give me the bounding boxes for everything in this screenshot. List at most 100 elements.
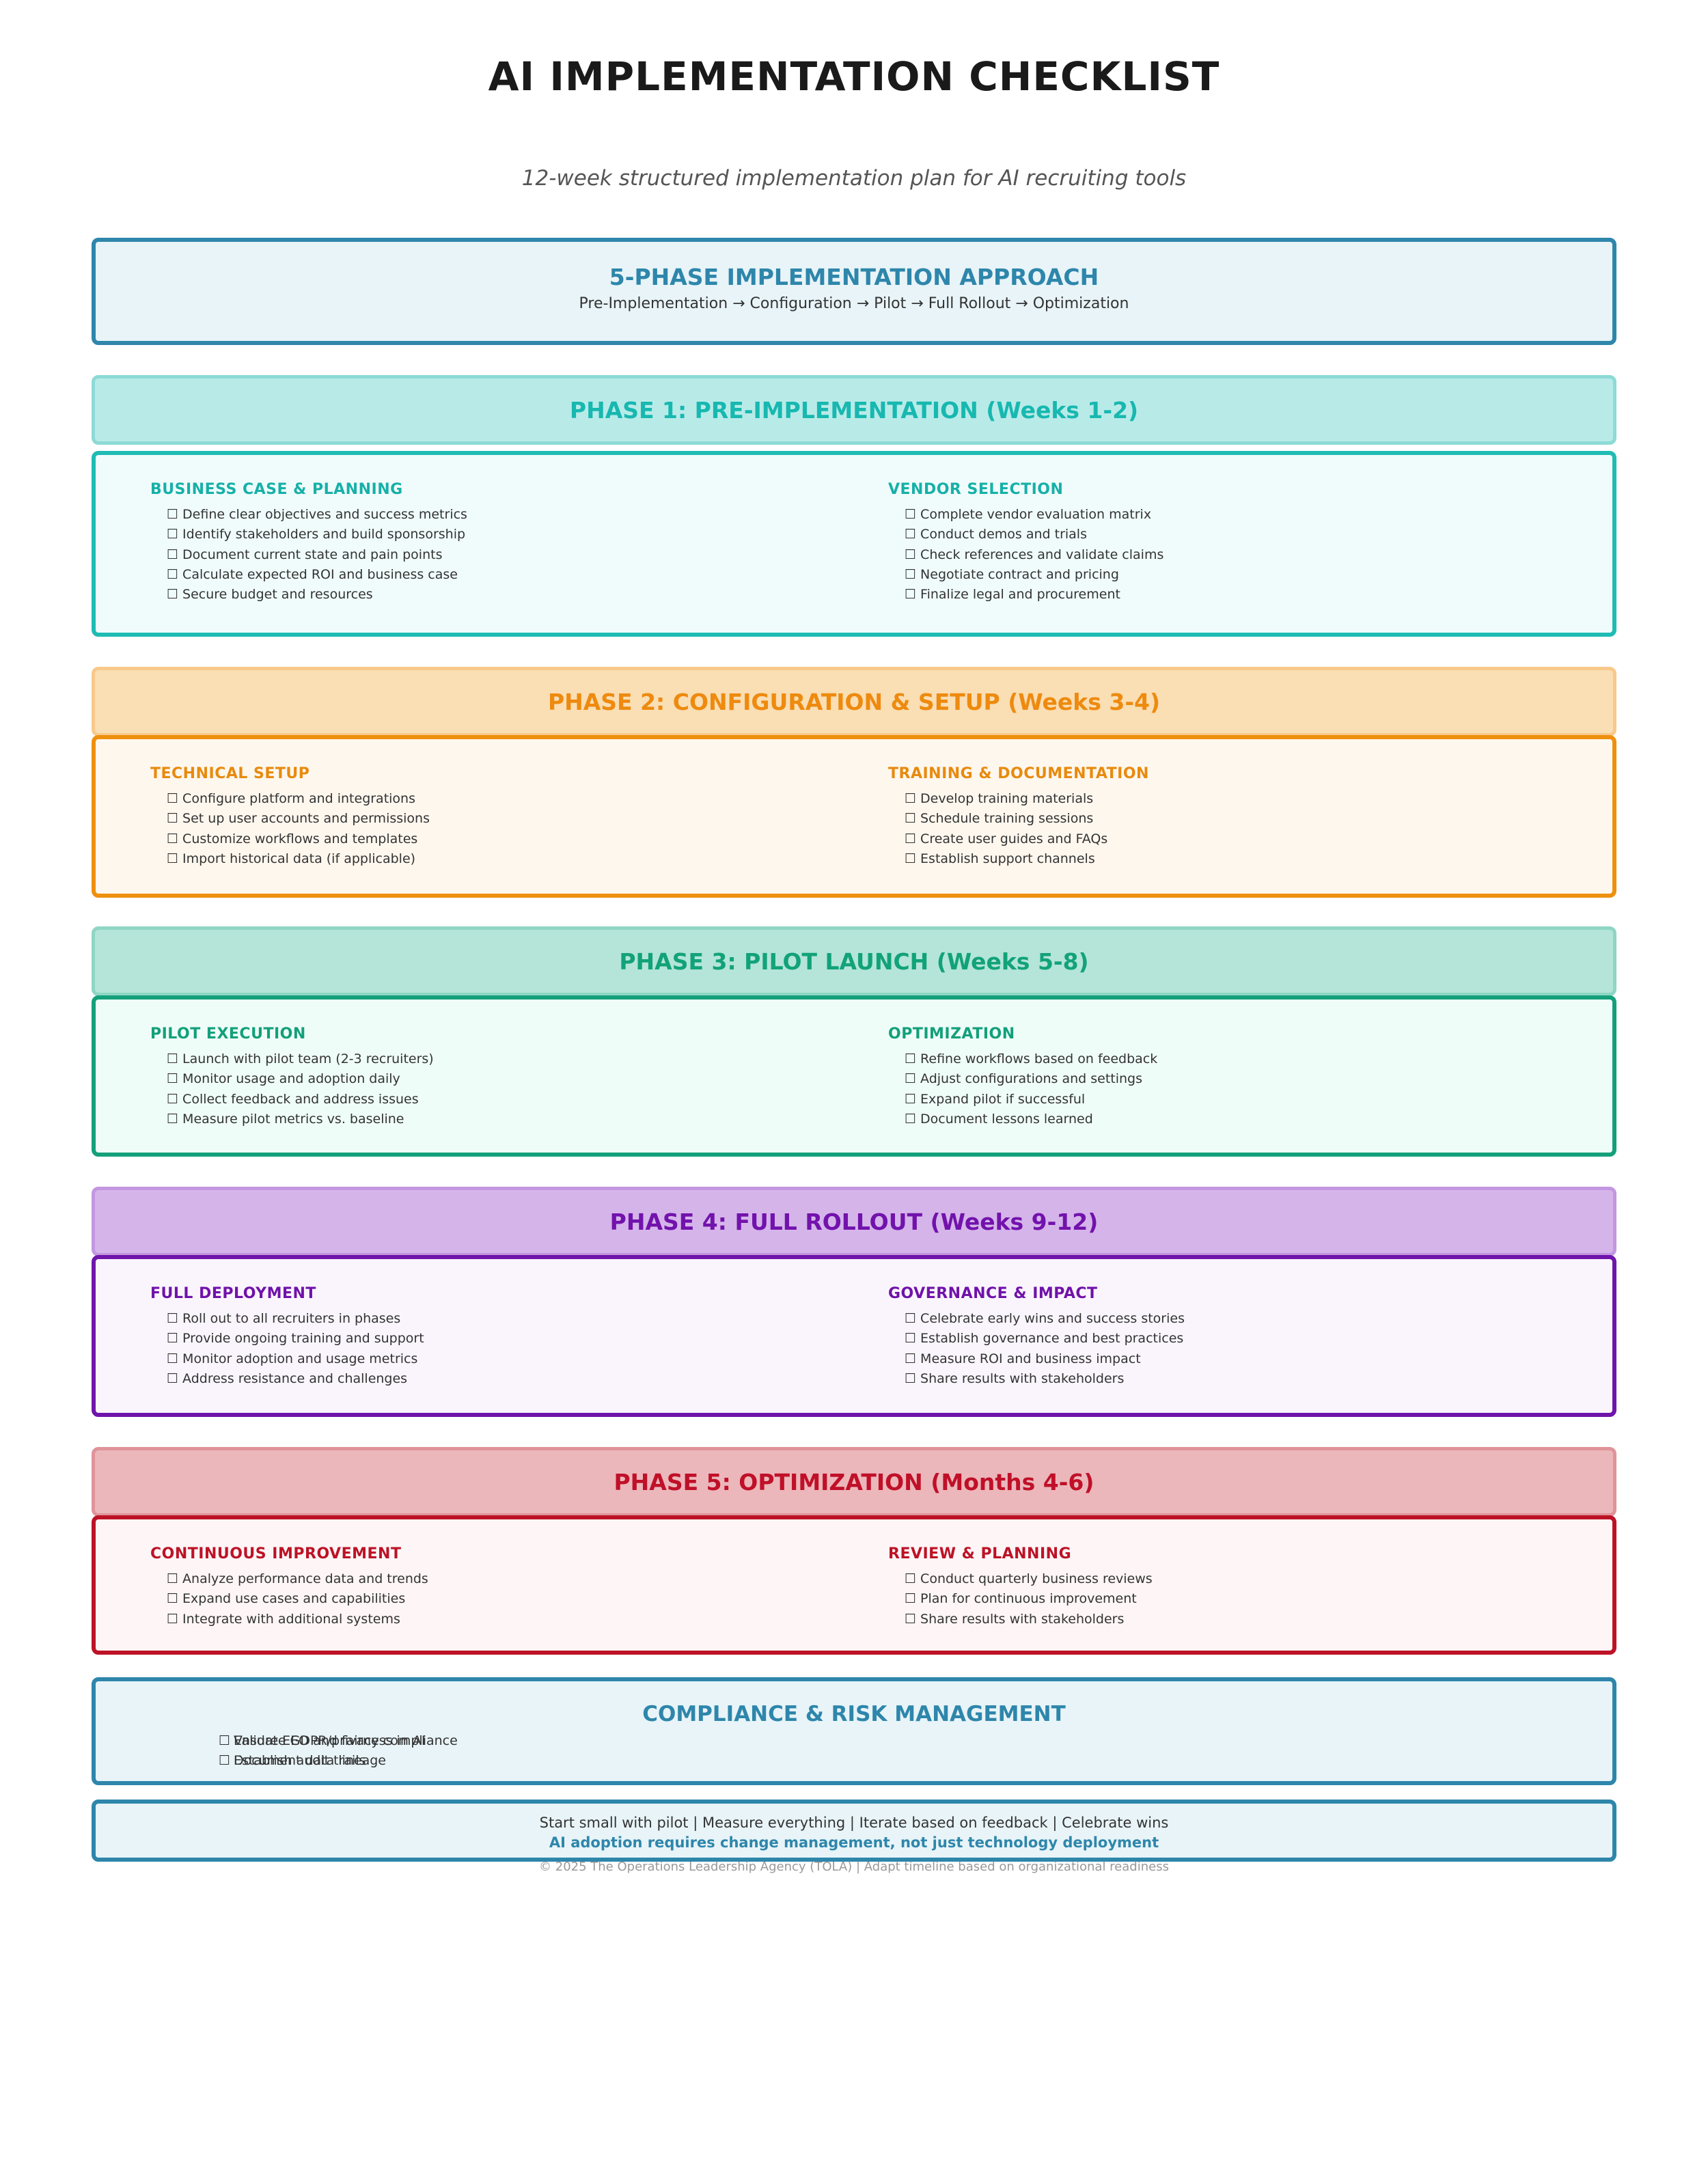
checkbox-icon: ☐ (905, 507, 917, 522)
compliance-item-label: Validate GDPR/privacy compliance (234, 1733, 458, 1748)
phase-5-body: CONTINUOUS IMPROVEMENT ☐Analyze performan… (92, 1515, 1616, 1655)
checklist-item[interactable]: ☐Establish governance and best practices (888, 1329, 1571, 1349)
checklist-item-label: Measure pilot metrics vs. baseline (182, 1111, 404, 1127)
checkbox-icon: ☐ (905, 811, 917, 827)
checklist-item[interactable]: ☐Roll out to all recruiters in phases (150, 1309, 834, 1329)
checklist-item[interactable]: ☐Share results with stakeholders (888, 1369, 1571, 1389)
checklist-item[interactable]: ☐Create user guides and FAQs (888, 829, 1571, 849)
checklist-item[interactable]: ☐Provide ongoing training and support (150, 1329, 834, 1349)
checklist-item[interactable]: ☐Expand pilot if successful (888, 1090, 1571, 1109)
footer-emphasis: AI adoption requires change management, … (549, 1834, 1159, 1851)
checklist-item[interactable]: ☐Secure budget and resources (150, 585, 834, 605)
checkbox-icon: ☐ (167, 1331, 179, 1347)
phase-4-left-column: FULL DEPLOYMENT☐Roll out to all recruite… (150, 1285, 834, 1389)
checklist-item[interactable]: ☐Complete vendor evaluation matrix (888, 505, 1571, 525)
checklist-item[interactable]: ☐Share results with stakeholders (888, 1610, 1571, 1629)
phase-5-right-column: REVIEW & PLANNING ☐Conduct quarterly busi… (888, 1545, 1571, 1629)
compliance-items: ☐ ☐ Validate GDPR/privacy compliance Ens… (219, 1733, 629, 1774)
compliance-item[interactable]: ☐ (219, 1733, 230, 1748)
checklist-item-label: Expand pilot if successful (920, 1091, 1086, 1107)
checklist-item[interactable]: ☐Document current state and pain points (150, 545, 834, 565)
checklist-item-label: Adjust configurations and settings (920, 1071, 1143, 1087)
column-title: REVIEW & PLANNING (888, 1545, 1072, 1562)
checkbox-icon: ☐ (167, 1311, 179, 1326)
checklist-item[interactable]: ☐Conduct demos and trials (888, 525, 1571, 544)
checkbox-icon: ☐ (905, 1111, 917, 1127)
checklist-item[interactable]: ☐Establish support channels (888, 849, 1571, 869)
checklist-item-label: Collect feedback and address issues (182, 1091, 419, 1107)
checkbox-icon: ☐ (167, 1051, 179, 1066)
checklist-item-label: Schedule training sessions (920, 811, 1094, 827)
checkbox-icon: ☐ (167, 791, 179, 806)
checklist-item[interactable]: ☐Import historical data (if applicable) (150, 849, 834, 869)
checklist-item[interactable]: ☐Develop training materials (888, 789, 1571, 809)
checklist-item[interactable]: ☐Check references and validate claims (888, 545, 1571, 565)
checklist-item[interactable]: ☐Define clear objectives and success met… (150, 505, 834, 525)
checkbox-icon: ☐ (905, 1351, 917, 1366)
checklist-item[interactable]: ☐Measure ROI and business impact (888, 1349, 1571, 1369)
checklist-item[interactable]: ☐Calculate expected ROI and business cas… (150, 565, 834, 585)
checklist-item[interactable]: ☐Identify stakeholders and build sponsor… (150, 525, 834, 544)
checkbox-icon: ☐ (167, 507, 179, 522)
approach-flow: Pre-Implementation → Configuration → Pil… (579, 295, 1129, 312)
checklist-item[interactable]: ☐Refine workflows based on feedback (888, 1049, 1571, 1069)
checklist-item-label: Celebrate early wins and success stories (920, 1311, 1185, 1326)
phase-4-header: PHASE 4: FULL ROLLOUT (Weeks 9-12) (92, 1187, 1616, 1256)
phase-3-left-column: PILOT EXECUTION☐Launch with pilot team (… (150, 1025, 834, 1129)
checkbox-icon: ☐ (905, 831, 917, 846)
checklist-item-label: Address resistance and challenges (182, 1370, 408, 1386)
checklist-item[interactable]: ☐Launch with pilot team (2-3 recruiters) (150, 1049, 834, 1069)
checkbox-icon: ☐ (905, 1591, 917, 1607)
checkbox-icon: ☐ (905, 1331, 917, 1347)
checkbox-icon: ☐ (219, 1753, 231, 1768)
checklist-item-label: Launch with pilot team (2-3 recruiters) (182, 1051, 434, 1066)
compliance-item[interactable]: ☐ (219, 1753, 230, 1768)
checklist-item[interactable]: ☐Monitor usage and adoption daily (150, 1069, 834, 1089)
checkbox-icon: ☐ (167, 1111, 179, 1127)
phase-1-header: PHASE 1: PRE-IMPLEMENTATION (Weeks 1-2) (92, 375, 1616, 445)
checklist-item-label: Calculate expected ROI and business case (182, 566, 458, 582)
checklist-item-label: Negotiate contract and pricing (920, 566, 1119, 582)
checkbox-icon: ☐ (167, 1071, 179, 1087)
checklist-item[interactable]: ☐Collect feedback and address issues (150, 1090, 834, 1109)
checklist-item[interactable]: ☐Celebrate early wins and success storie… (888, 1309, 1571, 1329)
checklist-item-label: Share results with stakeholders (920, 1370, 1125, 1386)
checklist-item[interactable]: ☐Schedule training sessions (888, 809, 1571, 829)
compliance-box: COMPLIANCE & RISK MANAGEMENT ☐ ☐ Validat… (92, 1677, 1616, 1785)
checklist-item-label: Monitor adoption and usage metrics (182, 1351, 418, 1366)
checklist-item[interactable]: ☐Set up user accounts and permissions (150, 809, 834, 829)
column-title: CONTINUOUS IMPROVEMENT (150, 1545, 402, 1562)
checklist-item[interactable]: ☐Plan for continuous improvement (888, 1589, 1571, 1609)
checklist-item[interactable]: ☐Customize workflows and templates (150, 829, 834, 849)
checkbox-icon: ☐ (167, 1591, 179, 1607)
checklist-item[interactable]: ☐Configure platform and integrations (150, 789, 834, 809)
checkbox-icon: ☐ (905, 566, 917, 582)
checklist-item[interactable]: ☐Finalize legal and procurement (888, 585, 1571, 605)
checklist-item-label: Plan for continuous improvement (920, 1591, 1137, 1607)
phase-4-right-column: GOVERNANCE & IMPACT☐Celebrate early wins… (888, 1285, 1571, 1389)
checklist-item-label: Establish support channels (920, 851, 1095, 866)
copyright: © 2025 The Operations Leadership Agency … (539, 1860, 1169, 1874)
checklist-item[interactable]: ☐Conduct quarterly business reviews (888, 1569, 1571, 1589)
checkbox-icon: ☐ (167, 811, 179, 827)
column-title: BUSINESS CASE & PLANNING (150, 481, 403, 498)
checklist-item[interactable]: ☐Negotiate contract and pricing (888, 565, 1571, 585)
column-title: VENDOR SELECTION (888, 481, 1064, 498)
checklist-item[interactable]: ☐Adjust configurations and settings (888, 1069, 1571, 1089)
checklist-item[interactable]: ☐Monitor adoption and usage metrics (150, 1349, 834, 1369)
column-title: OPTIMIZATION (888, 1025, 1015, 1043)
checklist-item[interactable]: ☐Address resistance and challenges (150, 1369, 834, 1389)
checklist-item[interactable]: ☐Integrate with additional systems (150, 1610, 834, 1629)
checklist-item[interactable]: ☐Expand use cases and capabilities (150, 1589, 834, 1609)
checklist-item-label: Define clear objectives and success metr… (182, 507, 467, 522)
checklist-item-label: Customize workflows and templates (182, 831, 418, 846)
approach-box: 5-PHASE IMPLEMENTATION APPROACH Pre-Impl… (92, 238, 1616, 345)
checklist-item-label: Create user guides and FAQs (920, 831, 1108, 846)
checkbox-icon: ☐ (905, 851, 917, 866)
approach-heading: 5-PHASE IMPLEMENTATION APPROACH (609, 264, 1099, 290)
checkbox-icon: ☐ (905, 527, 917, 542)
checklist-item[interactable]: ☐Document lessons learned (888, 1109, 1571, 1129)
checklist-item[interactable]: ☐Analyze performance data and trends (150, 1569, 834, 1589)
checkbox-icon: ☐ (905, 1611, 917, 1627)
checklist-item[interactable]: ☐Measure pilot metrics vs. baseline (150, 1109, 834, 1129)
